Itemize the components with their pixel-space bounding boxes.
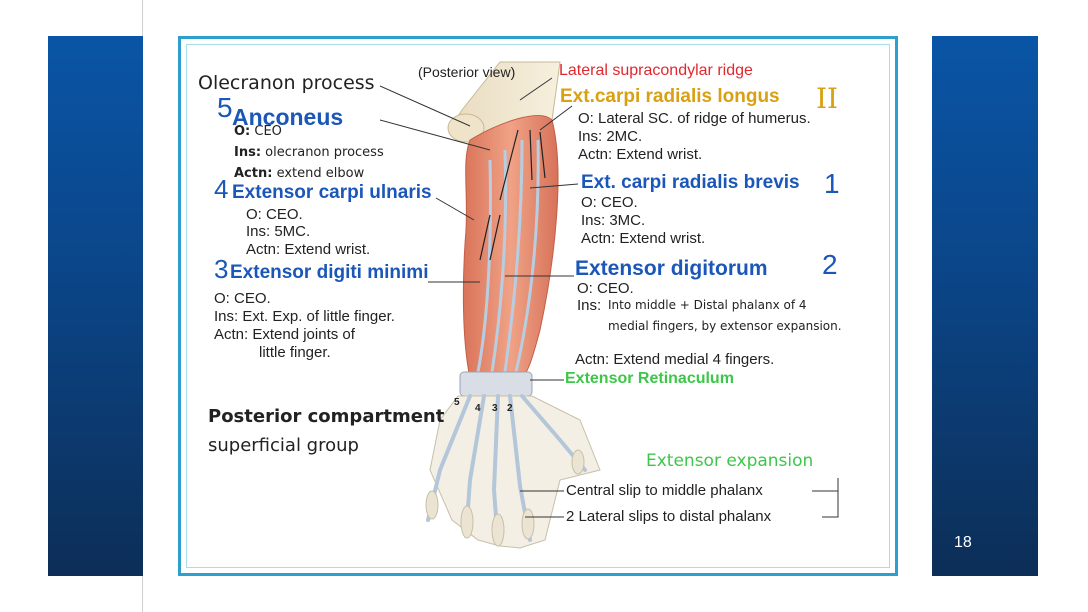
edm-insertion: Ins: Ext. Exp. of little finger. [214, 308, 395, 325]
tendon-number-4: 4 [475, 403, 481, 414]
diagram-frame-inner [186, 44, 890, 568]
ed-action: Actn: Extend medial 4 fingers. [575, 351, 775, 368]
anconeus-number: 5 [217, 92, 233, 123]
retinaculum-band [459, 371, 533, 397]
anconeus-origin-key: O: [234, 124, 251, 139]
anconeus-insertion-value: olecranon process [265, 145, 384, 160]
ecu-insertion: Ins: 5MC. [246, 223, 311, 240]
ecrl-origin: O: Lateral SC. of ridge of humerus. [578, 110, 811, 127]
ecu-number: 4 [214, 174, 229, 204]
anconeus-action-value: extend elbow [276, 166, 365, 181]
ecrl-title: Ext.carpi radialis longus [560, 86, 780, 107]
ecrb-title: Ext. carpi radialis brevis [581, 172, 800, 193]
anconeus-origin-value: CEO [254, 124, 282, 139]
olecranon-label: Olecranon process [198, 72, 375, 94]
anconeus-action-key: Actn: [234, 166, 273, 181]
forearm-tendons [476, 139, 540, 373]
ed-number: 2 [822, 249, 838, 280]
ecrb-action: Actn: Extend wrist. [581, 230, 706, 247]
lateral-ridge-label: Lateral supracondylar ridge [559, 62, 753, 79]
anconeus-insertion: Ins: olecranon process [234, 145, 384, 160]
retinaculum-label: Extensor Retinaculum [565, 370, 734, 387]
ecrl-insertion: Ins: 2MC. [578, 128, 643, 145]
left-blue-panel [48, 36, 143, 576]
anconeus-insertion-key: Ins: [234, 145, 262, 160]
right-blue-panel [932, 36, 1038, 576]
anconeus-origin: O: CEO [234, 124, 282, 139]
edm-origin: O: CEO. [214, 290, 271, 307]
ed-insertion-key: Ins: [577, 297, 602, 314]
hand-dorsum [429, 395, 601, 549]
ecrb-insertion: Ins: 3MC. [581, 212, 646, 229]
anconeus-title: Anconeus [232, 104, 344, 130]
ecrl-number: II [816, 82, 839, 115]
ecrb-origin: O: CEO. [581, 194, 638, 211]
ecu-title: Extensor carpi ulnaris [232, 182, 432, 203]
edm-title: Extensor digiti minimi [230, 262, 429, 283]
ed-origin: O: CEO. [577, 280, 634, 297]
leader-lines [379, 77, 839, 518]
page-number: 18 [954, 534, 972, 551]
edm-action-2: little finger. [259, 344, 331, 361]
compartment-subtitle: superficial group [208, 435, 359, 456]
ed-insertion-1: Into middle + Distal phalanx of 4 [608, 298, 807, 312]
lateral-slips-label: 2 Lateral slips to distal phalanx [566, 508, 772, 525]
edm-action-1: Actn: Extend joints of [214, 326, 355, 343]
tendon-number-3: 3 [492, 403, 498, 414]
ecrb-number: 1 [824, 168, 840, 199]
edm-number: 3 [214, 254, 229, 284]
ed-insertion-2: medial fingers, by extensor expansion. [608, 319, 842, 333]
view-label: (Posterior view) [418, 64, 516, 80]
olecranon-bone [447, 113, 485, 143]
anconeus-action: Actn: extend elbow [234, 166, 364, 181]
central-slip-label: Central slip to middle phalanx [566, 482, 763, 499]
ed-title: Extensor digitorum [575, 257, 768, 280]
fiber-arrows [479, 129, 546, 261]
expansion-title: Extensor expansion [646, 451, 814, 471]
ecu-origin: O: CEO. [246, 206, 303, 223]
tendon-number-5: 5 [454, 397, 460, 408]
tendon-number-2: 2 [507, 403, 513, 414]
compartment-title: Posterior compartment [208, 406, 445, 427]
ecrl-action: Actn: Extend wrist. [578, 146, 703, 163]
ecu-action: Actn: Extend wrist. [246, 241, 371, 258]
